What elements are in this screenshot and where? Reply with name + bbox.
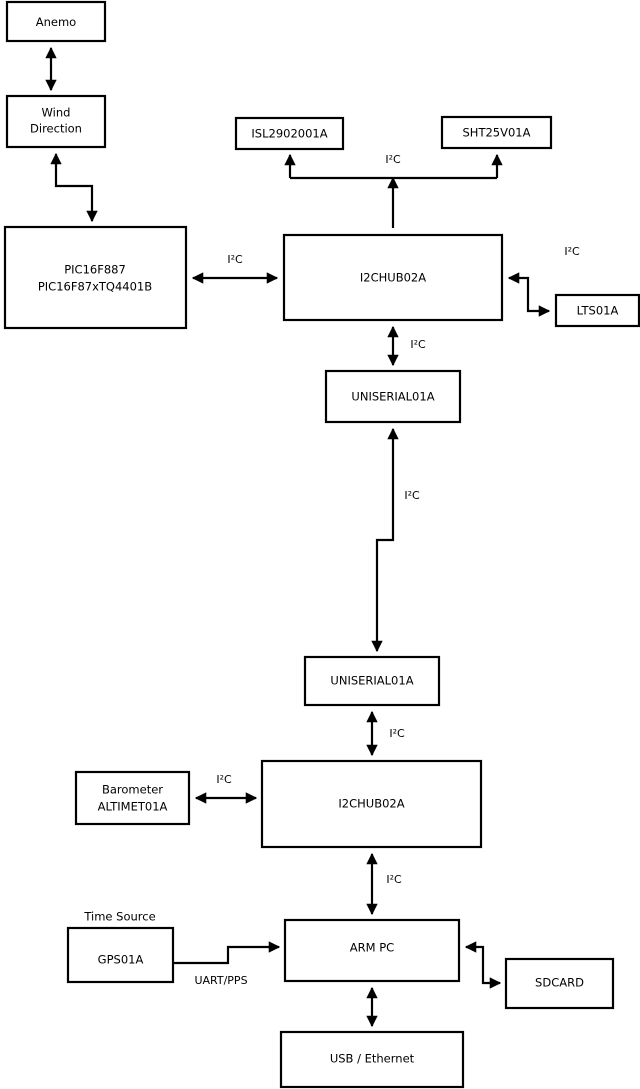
node-sdcard-box [504, 957, 615, 1010]
edge-label-isl-sht-bus: I²C [385, 153, 401, 166]
node-anemo-box [5, 0, 107, 43]
node-sht25v01a-label: SHT25V01A [463, 126, 531, 140]
node-i2chub02a-bottom-label: I2CHUB02A [338, 797, 404, 811]
node-wind-direction-box [5, 94, 107, 149]
node-i2chub02a-bottom[interactable]: I2CHUB02A [260, 759, 483, 849]
edge-label-uniserial-hub-bot: I²C [389, 727, 405, 740]
node-arm-pc[interactable]: ARM PC [283, 918, 461, 983]
node-arm-pc-box [283, 918, 461, 983]
node-anemo-label: Anemo [36, 15, 76, 29]
node-barometer-box [74, 770, 191, 826]
node-usb-ethernet-box [279, 1030, 465, 1089]
node-pic-mcu-label-line1: PIC16F887 [64, 263, 126, 277]
node-isl2902001a-box [234, 116, 345, 151]
label-time-source: Time Source [83, 910, 155, 924]
node-sdcard-label: SDCARD [535, 976, 584, 990]
node-pic-mcu-label-line2: PIC16F87xTQ4401B [38, 280, 152, 294]
node-wind-direction-label-line2: Direction [30, 122, 82, 136]
edge-label-hub-uniserial: I²C [410, 338, 426, 351]
node-isl2902001a[interactable]: ISL2902001A [234, 116, 345, 151]
node-usb-ethernet[interactable]: USB / Ethernet [279, 1030, 465, 1089]
edge-label-lts-bus: I²C [564, 245, 580, 258]
node-barometer-label-line1: Barometer [102, 783, 163, 797]
node-arm-pc-label: ARM PC [350, 941, 394, 955]
node-i2chub02a-top[interactable]: I2CHUB02A [282, 233, 504, 322]
edge-label-gps-armpc: UART/PPS [194, 974, 247, 987]
node-isl2902001a-label: ISL2902001A [251, 127, 327, 141]
edge-label-barometer-bus: I²C [216, 773, 232, 786]
node-i2chub02a-bottom-box [260, 759, 483, 849]
node-pic-mcu[interactable]: PIC16F887 PIC16F87xTQ4401B [3, 225, 188, 330]
node-lts01a-label: LTS01A [577, 304, 619, 318]
node-barometer[interactable]: Barometer ALTIMET01A [74, 770, 191, 826]
edge-hub-lts [507, 272, 551, 317]
edge-wind-pic [50, 152, 98, 223]
edge-label-uniserial-link: I²C [404, 489, 420, 502]
node-lts01a-box [554, 293, 640, 328]
edge-armpc-sdcard [464, 941, 502, 989]
node-uniserial01a-upper[interactable]: UNISERIAL01A [324, 369, 462, 424]
node-gps01a-label: GPS01A [98, 953, 144, 967]
node-uniserial01a-lower-label: UNISERIAL01A [330, 674, 413, 688]
node-uniserial01a-upper-label: UNISERIAL01A [351, 390, 434, 404]
node-lts01a[interactable]: LTS01A [554, 293, 640, 328]
node-sht25v01a-box [440, 115, 553, 150]
node-uniserial01a-lower-box [303, 655, 441, 707]
node-i2chub02a-top-label: I2CHUB02A [360, 271, 426, 285]
edge-uniserial-uniserial [371, 427, 399, 653]
node-usb-ethernet-label: USB / Ethernet [330, 1052, 415, 1066]
node-gps01a-box [66, 926, 175, 984]
edge-label-hub-armpc: I²C [386, 873, 402, 886]
node-barometer-label-line2: ALTIMET01A [98, 800, 168, 814]
edge-label-pic-hub: I²C [227, 253, 243, 266]
node-gps01a[interactable]: GPS01A [66, 926, 175, 984]
node-anemo[interactable]: Anemo [5, 0, 107, 43]
node-uniserial01a-upper-box [324, 369, 462, 424]
edge-gps-armpc [173, 941, 281, 965]
node-uniserial01a-lower[interactable]: UNISERIAL01A [303, 655, 441, 707]
node-i2chub02a-top-box [282, 233, 504, 322]
node-wind-direction[interactable]: Wind Direction [5, 94, 107, 149]
node-sht25v01a[interactable]: SHT25V01A [440, 115, 553, 150]
node-pic-mcu-box [3, 225, 188, 330]
node-sdcard[interactable]: SDCARD [504, 957, 615, 1010]
node-wind-direction-label-line1: Wind [42, 106, 71, 120]
